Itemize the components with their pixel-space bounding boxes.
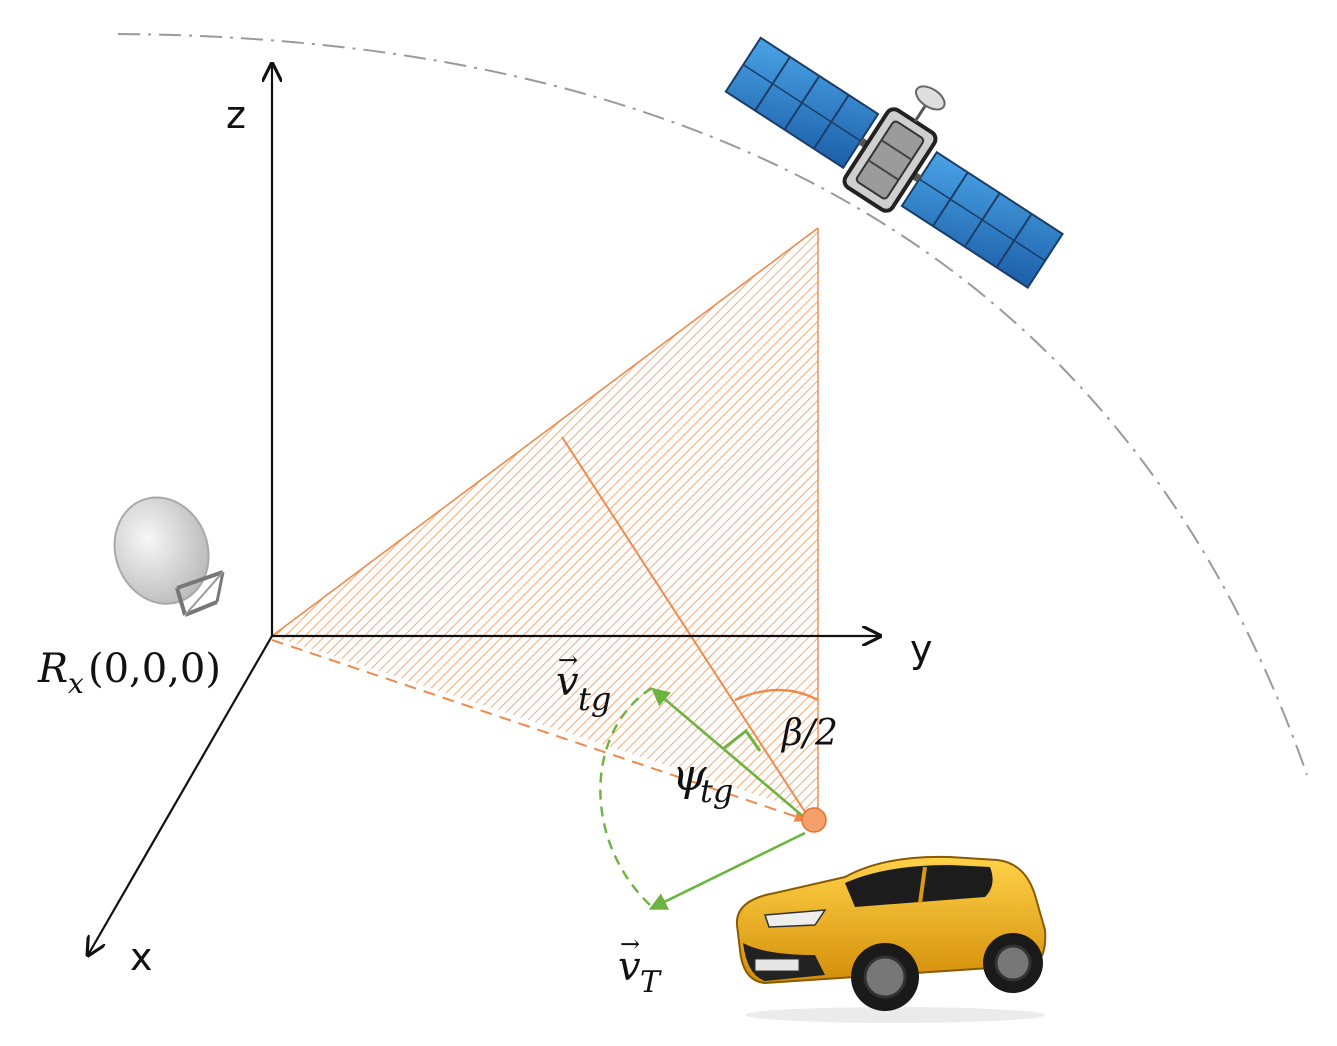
beta-half-angle-arc: [734, 688, 819, 702]
psi-symbol: ψ: [672, 750, 707, 801]
beam-upper-edge: [271, 227, 819, 637]
car-icon: [735, 855, 1047, 1023]
v-tg-arrow: →: [558, 646, 578, 674]
y-axis-label: y: [910, 627, 933, 671]
beam-lower-region: [272, 636, 818, 815]
beam-bisector-line: [561, 436, 806, 813]
x-axis-label: x: [130, 935, 153, 979]
orbit-arc: [117, 33, 1308, 776]
receiver-symbol: R: [37, 646, 68, 692]
v-tg-label: → v tg: [556, 646, 611, 718]
x-axis: [88, 635, 273, 955]
receiver-coordinates: (0,0,0): [88, 646, 221, 692]
psi-tg-label: ψ tg: [672, 750, 733, 810]
z-axis-label: z: [226, 93, 246, 137]
satellite-dish-icon: [113, 496, 225, 617]
target-point: [801, 807, 827, 833]
v-tg-subscript: tg: [578, 680, 611, 718]
satellite-icon: [724, 36, 1064, 289]
v-T-symbol: v: [618, 944, 641, 990]
v-tg-symbol: v: [556, 659, 579, 705]
v-T-arrow: →: [620, 930, 640, 958]
beta-half-label: β/2: [780, 713, 838, 754]
beam-lower-edge-dashed: [271, 639, 809, 822]
v-T-vector: [648, 831, 806, 910]
psi-subscript: tg: [700, 772, 733, 810]
receiver-label: R x (0,0,0): [37, 646, 221, 700]
perpendicular-marker: [723, 728, 762, 752]
receiver-subscript: x: [68, 667, 84, 700]
psi-angle-arc: [599, 686, 653, 906]
v-tg-vector: [651, 687, 806, 819]
v-T-subscript: T: [640, 965, 662, 1000]
v-T-label: → v T: [618, 930, 662, 1000]
